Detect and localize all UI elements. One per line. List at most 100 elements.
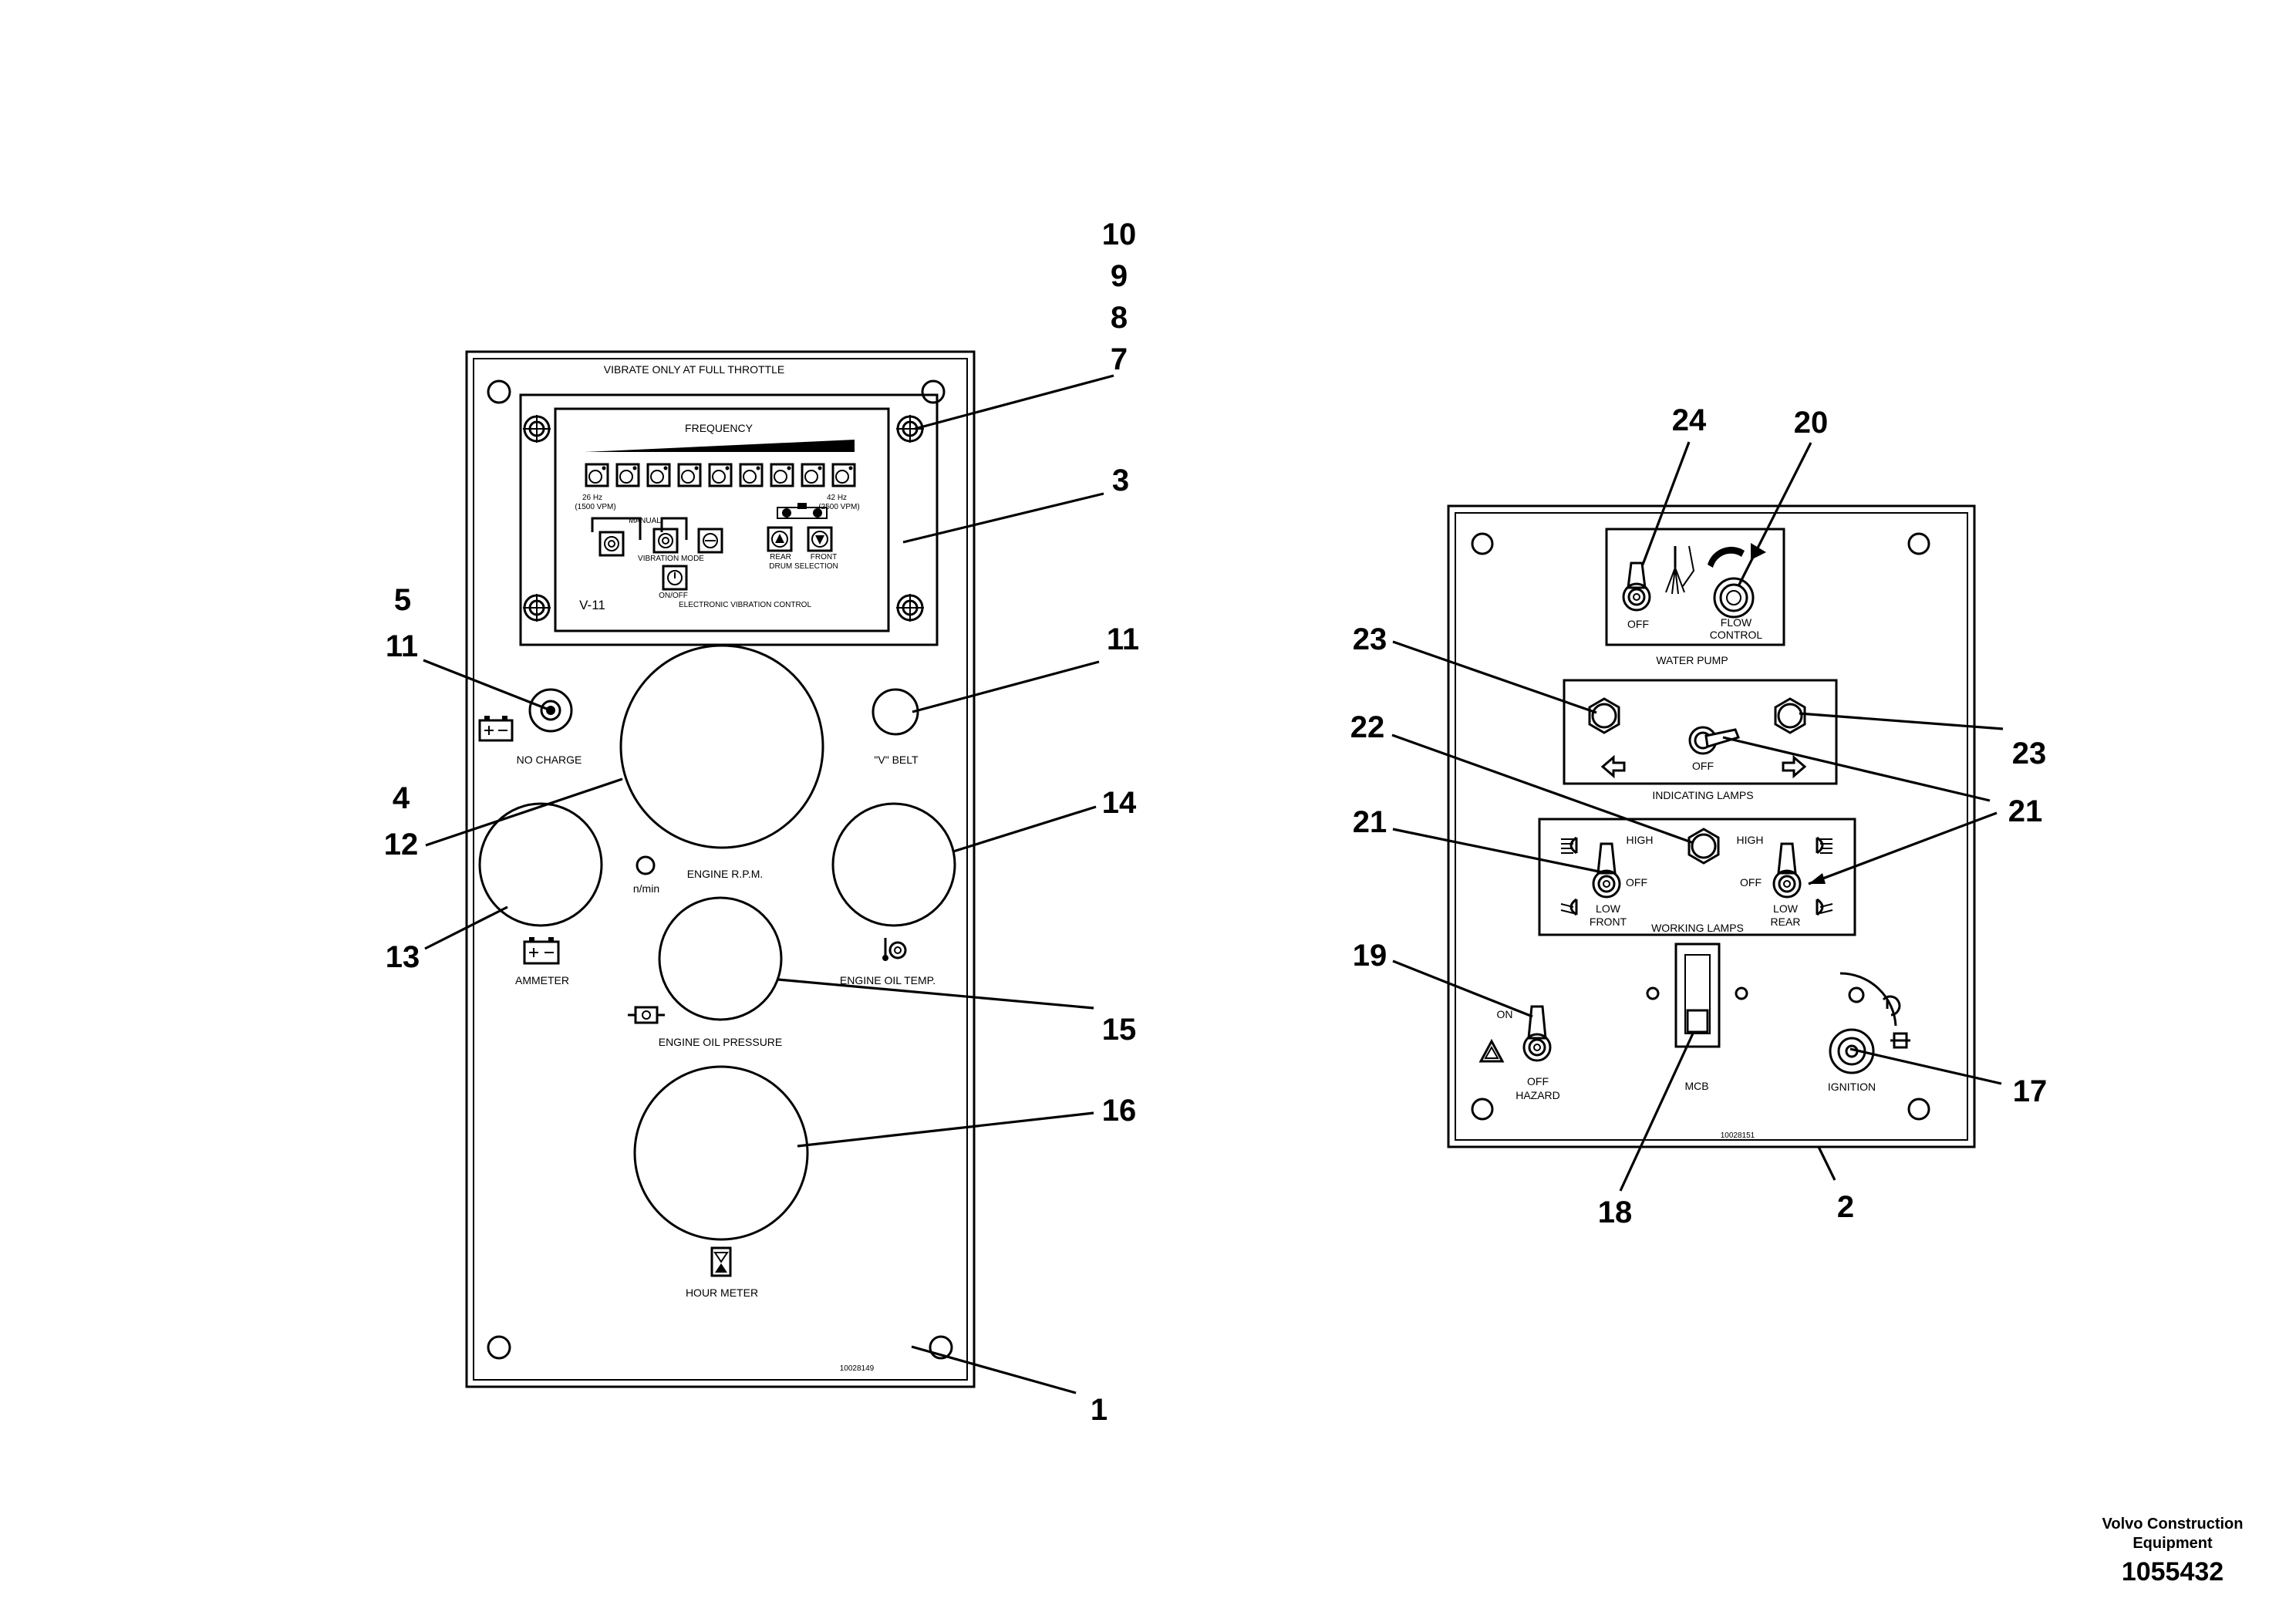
frequency-button-row: [585, 463, 856, 487]
indicating-lamps-group: OFF INDICATING LAMPS: [1563, 679, 1838, 801]
module-face: [554, 407, 890, 632]
high-freq-label: 42 Hz: [827, 494, 847, 502]
off-right-label: OFF: [1740, 876, 1762, 889]
hazard-on-label: ON: [1497, 1008, 1513, 1020]
oil-pressure-gauge: [658, 896, 783, 1021]
high-beam-icon: [1816, 836, 1832, 855]
high-vpm-label: (2500 VPM): [818, 503, 859, 511]
rear-label: REAR: [1771, 916, 1801, 928]
company-name-line-1: Volvo Construction: [2102, 1516, 2244, 1533]
frequency-step-button[interactable]: [646, 463, 671, 487]
oil-temp-icon: [882, 938, 907, 961]
callout-21-right: 21: [2008, 794, 2043, 828]
leader-21-arrowhead: [1809, 873, 1826, 884]
low-beam-icon: [1816, 898, 1833, 916]
callout-12: 12: [384, 828, 419, 862]
rear-drum-button[interactable]: [767, 526, 793, 552]
on-off-button[interactable]: [662, 565, 688, 591]
panel-2-outline: [1447, 504, 1976, 1148]
leader-2: [1817, 1146, 1836, 1181]
leader-14: [952, 805, 1097, 853]
callout-16: 16: [1102, 1094, 1137, 1128]
drum-icon: [777, 503, 828, 519]
front-drum-button[interactable]: [807, 526, 833, 552]
frequency-step-button[interactable]: [801, 463, 825, 487]
flow-control-knob[interactable]: [1713, 577, 1755, 619]
low-vpm-label: (1500 VPM): [575, 503, 615, 511]
mcb-label: MCB: [1684, 1080, 1708, 1092]
manual-label: MANUAL: [629, 517, 661, 525]
frequency-step-button[interactable]: [615, 463, 640, 487]
frequency-step-button[interactable]: [770, 463, 794, 487]
module-screw: [896, 415, 924, 443]
ignition-switch[interactable]: [1829, 1028, 1875, 1074]
front-lamp-switch[interactable]: [1592, 842, 1621, 899]
leader-1: [911, 1345, 1077, 1394]
rear-label: REAR: [770, 553, 791, 561]
front-label: FRONT: [811, 553, 837, 561]
frequency-step-button[interactable]: [677, 463, 702, 487]
callout-17: 17: [2013, 1074, 2048, 1108]
hazard-switch[interactable]: [1522, 1005, 1552, 1062]
indicating-off-label: OFF: [1692, 760, 1714, 772]
frequency-step-button[interactable]: [708, 463, 733, 487]
water-pump-switch[interactable]: [1622, 561, 1651, 612]
low-left-label: LOW: [1596, 902, 1621, 915]
indicator-switch[interactable]: [1688, 726, 1741, 755]
leader-17: [1849, 1047, 2002, 1085]
switch-panel: OFF FLOW CONTROL WATER PUMP O: [1447, 504, 1976, 1148]
panel-1-header: VIBRATE ONLY AT FULL THROTTLE: [604, 363, 784, 376]
callout-24: 24: [1672, 403, 1707, 437]
water-pump-title: WATER PUMP: [1656, 654, 1728, 666]
mode-select-button[interactable]: [697, 528, 723, 554]
mcb-screw: [1735, 986, 1748, 1000]
mcb-breaker[interactable]: [1674, 943, 1721, 1048]
leader-20: [1737, 442, 1812, 587]
company-name-line-2: Equipment: [2132, 1535, 2213, 1552]
callout-numbers: 10 9 8 7 3 5 11 11 4 12 14 13 15 16 1 24…: [384, 218, 2048, 1427]
high-beam-icon: [1561, 836, 1578, 855]
panel-2-part-number: 10028151: [1721, 1131, 1755, 1140]
callout-14: 14: [1102, 786, 1137, 820]
off-left-label: OFF: [1626, 876, 1647, 889]
engine-oil-temp-label: ENGINE OIL TEMP.: [840, 974, 936, 986]
frequency-step-button[interactable]: [585, 463, 609, 487]
leader-3: [902, 492, 1104, 544]
mount-hole: [1907, 532, 1930, 555]
mount-hole: [921, 379, 946, 404]
battery-icon: [523, 937, 560, 965]
vibration-mode-button[interactable]: [652, 528, 679, 554]
hour-meter: [633, 1065, 809, 1241]
mount-hole: [487, 379, 511, 404]
callout-10: 10: [1102, 218, 1137, 251]
mount-hole: [1471, 1098, 1494, 1121]
frequency-step-button[interactable]: [739, 463, 764, 487]
leader-16: [797, 1111, 1094, 1148]
leader-21-right-b: [1808, 811, 1998, 885]
footer: Volvo Construction Equipment 1055432: [2102, 1516, 2244, 1587]
rpm-gauge: [619, 644, 824, 849]
document-number: 1055432: [2122, 1557, 2224, 1587]
ammeter-label: AMMETER: [515, 974, 569, 986]
leader-13: [424, 905, 508, 950]
manual-bracket: [591, 517, 642, 540]
v-belt-lamp: [872, 688, 919, 736]
leader-19: [1392, 959, 1533, 1018]
callout-11-right: 11: [1107, 622, 1139, 656]
leader-18: [1619, 1033, 1694, 1192]
panel-1-inner-edge: [473, 358, 968, 1381]
glow-plug-icon: [1848, 986, 1901, 1017]
callout-13: 13: [386, 940, 420, 974]
callout-9: 9: [1111, 259, 1128, 293]
working-lamps-title: WORKING LAMPS: [1651, 922, 1744, 934]
panel-1-part-number: 10028149: [840, 1364, 875, 1373]
leader-21-right-a: [1722, 736, 1991, 802]
manual-button[interactable]: [598, 531, 625, 557]
rear-lamp-switch[interactable]: [1772, 842, 1802, 899]
callout-19: 19: [1353, 939, 1387, 973]
oil-temp-gauge: [831, 802, 956, 927]
frequency-step-button[interactable]: [831, 463, 856, 487]
working-lamps-group: HIGH OFF LOW FRONT HIGH OFF LOW REAR: [1538, 818, 1856, 936]
callout-2: 2: [1837, 1190, 1854, 1224]
ignition-group: IGNITION: [1828, 972, 1910, 1093]
